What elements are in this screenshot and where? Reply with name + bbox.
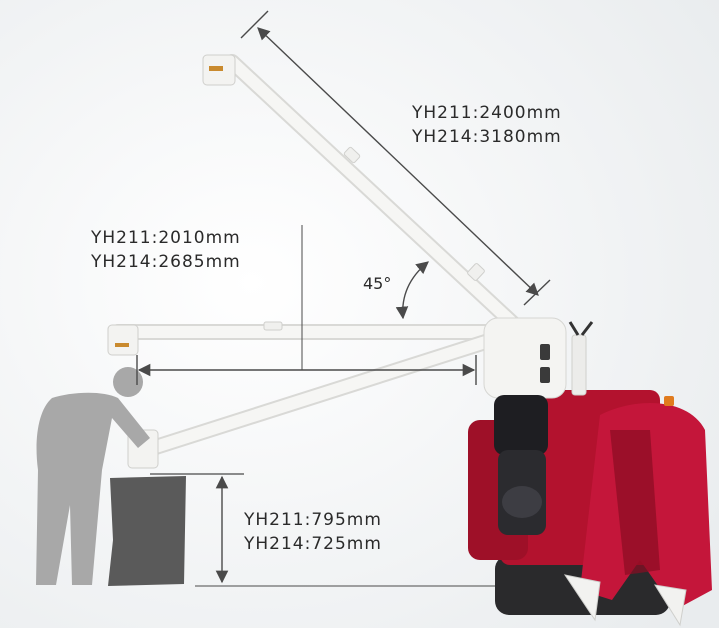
auger-lowered <box>127 330 506 469</box>
combine-harvester <box>468 317 712 627</box>
angle-arc <box>395 261 429 320</box>
dimension-auger-length <box>257 27 539 296</box>
discharge-height-yh211: YH211:795mm <box>244 510 382 530</box>
auger-length-yh214: YH214:3180mm <box>412 127 562 147</box>
discharge-height-yh214: YH214:725mm <box>244 534 382 554</box>
grain-bag <box>108 476 186 586</box>
auger-reach-yh214: YH214:2685mm <box>91 252 241 272</box>
discharge-height-label: YH211:795mm YH214:725mm <box>244 508 382 556</box>
auger-horizontal <box>107 321 508 356</box>
auger-length-label: YH211:2400mm YH214:3180mm <box>412 101 562 149</box>
dimension-tick <box>240 10 269 39</box>
dimension-tick <box>523 279 551 306</box>
auger-reach-label: YH211:2010mm YH214:2685mm <box>91 226 241 274</box>
auger-reach-yh211: YH211:2010mm <box>91 228 241 248</box>
angle-label: 45° <box>363 274 392 293</box>
auger-length-yh211: YH211:2400mm <box>412 103 562 123</box>
operator-silhouette <box>36 367 150 585</box>
